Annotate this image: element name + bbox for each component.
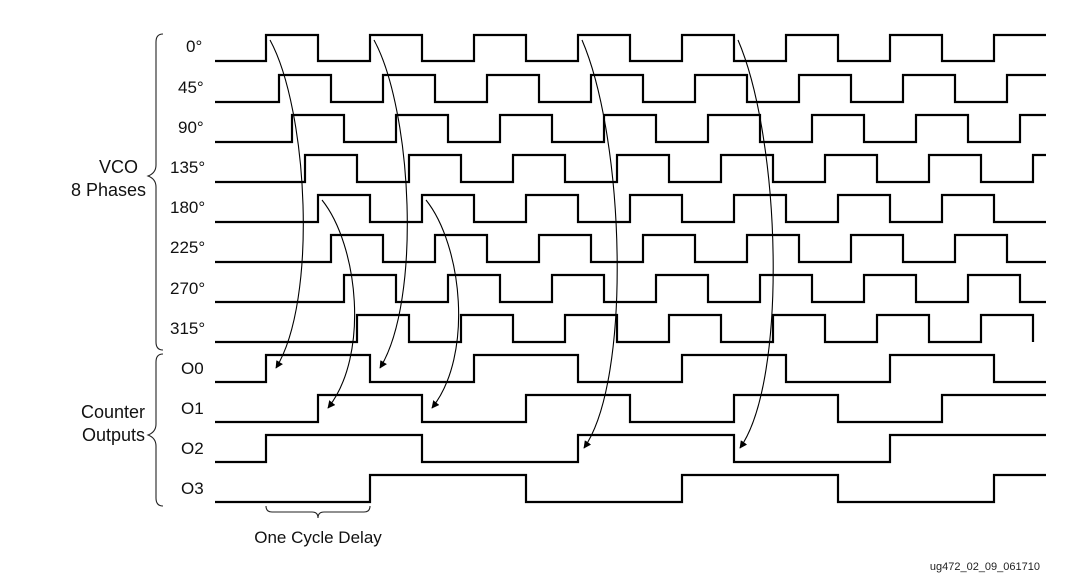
waveform-phase-90 (215, 113, 1046, 144)
delay-brace (265, 505, 371, 519)
waveform-phase-135 (215, 153, 1046, 184)
counter-group-brace (146, 353, 164, 507)
waveform-phase-225 (215, 233, 1046, 264)
delay-label: One Cycle Delay (254, 528, 382, 547)
waveform-o0 (215, 353, 1046, 384)
waveform-o1 (215, 393, 1046, 424)
output-label-o3: O3 (181, 479, 204, 498)
output-label-o1: O1 (181, 399, 204, 418)
waveform-phase-0 (215, 33, 1046, 63)
counter-group-title: Counter (81, 402, 145, 422)
vco-group-title: VCO (99, 157, 138, 177)
figure-code: ug472_02_09_061710 (930, 561, 1040, 573)
output-label-o2: O2 (181, 439, 204, 458)
arrow-phase0-to-o2-second (737, 39, 774, 449)
waveform-phase-315 (215, 313, 1035, 344)
vco-group-brace (146, 33, 164, 351)
arrow-phase180-to-o1 (321, 199, 356, 409)
phase-label-225: 225° (170, 238, 205, 257)
waveform-phase-180 (215, 193, 1046, 224)
arrow-phase0-to-o0 (269, 39, 304, 369)
arrow-phase0-to-o2 (581, 39, 618, 449)
waveform-phase-270 (215, 273, 1046, 304)
arrow-phase0-to-o0-second (373, 39, 408, 369)
arrow-phase180-to-o1-second (425, 199, 460, 409)
vco-group-subtitle: 8 Phases (71, 180, 146, 200)
phase-label-45: 45° (178, 78, 204, 97)
waveform-o2 (215, 433, 1046, 464)
output-label-o0: O0 (181, 359, 204, 378)
waveform-o3 (215, 473, 1046, 504)
phase-label-270: 270° (170, 279, 205, 298)
phase-label-90: 90° (178, 118, 204, 137)
phase-label-135: 135° (170, 158, 205, 177)
counter-group-subtitle: Outputs (82, 425, 145, 445)
phase-label-315: 315° (170, 319, 205, 338)
phase-label-180: 180° (170, 198, 205, 217)
waveform-phase-45 (215, 73, 1046, 104)
phase-label-0: 0° (186, 37, 202, 56)
